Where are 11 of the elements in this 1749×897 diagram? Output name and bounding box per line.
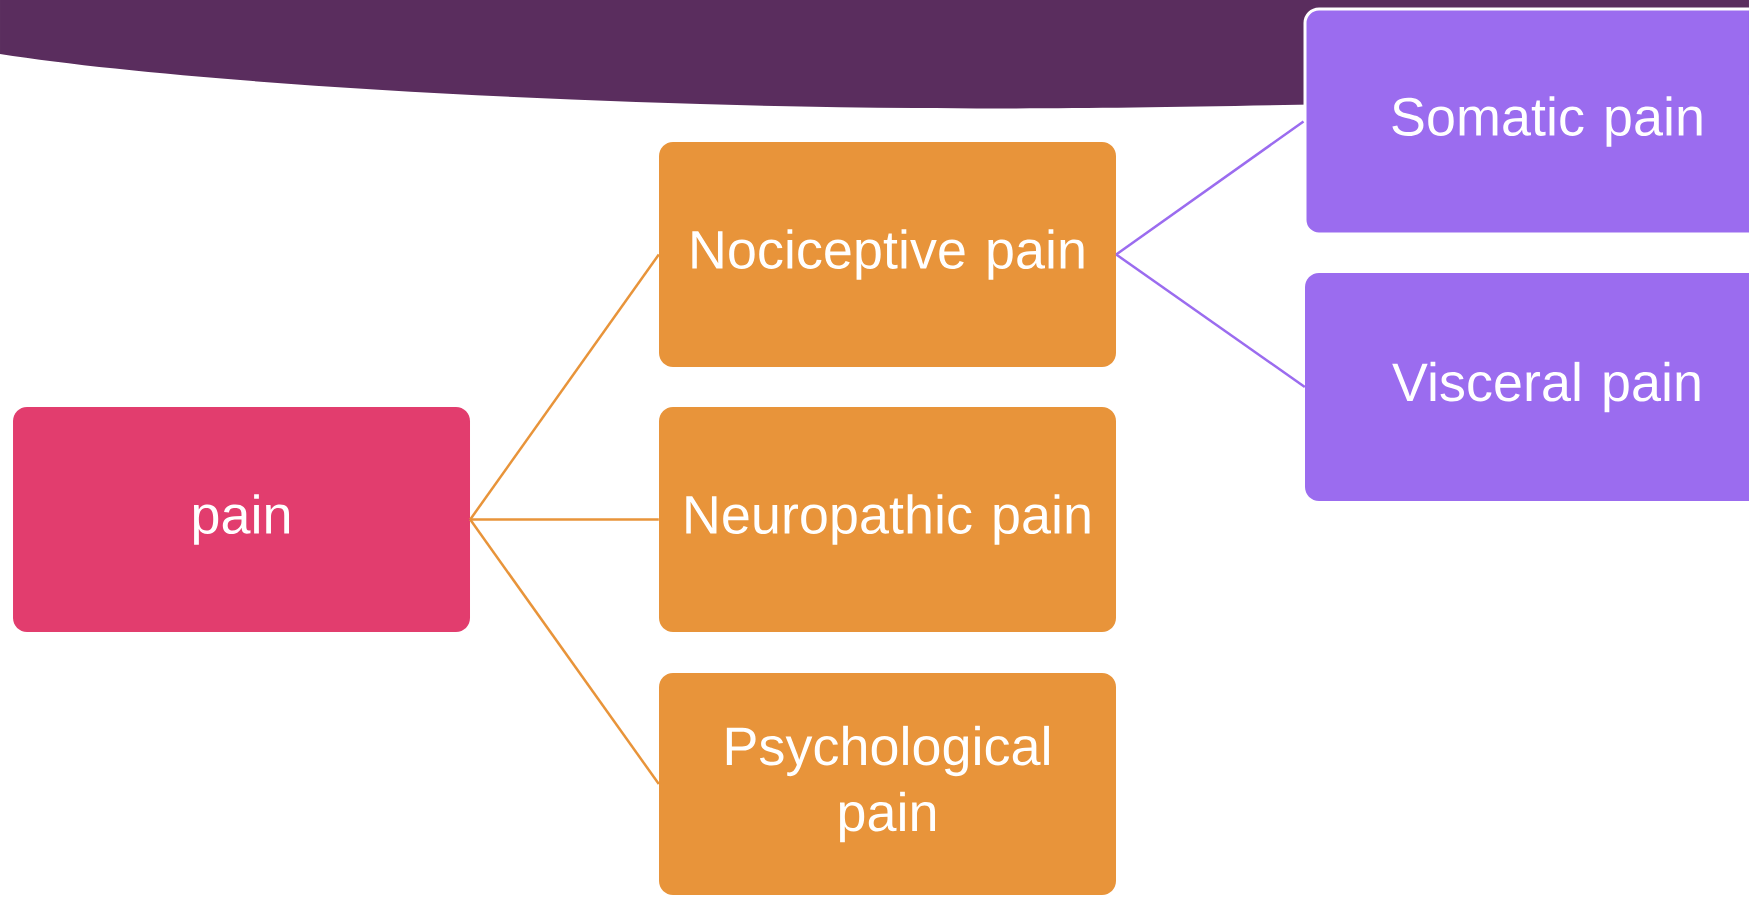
connector-line xyxy=(470,518,659,521)
connector-line xyxy=(469,518,660,785)
connector-line xyxy=(469,253,660,521)
category-box: pain xyxy=(13,407,470,632)
connector-line xyxy=(1115,120,1305,256)
category-box: Visceral pain xyxy=(1305,273,1749,501)
category-box: Nociceptive pain xyxy=(659,142,1116,367)
category-box: Psychological pain xyxy=(659,673,1116,895)
connector-line xyxy=(1115,253,1306,389)
category-box: Neuropathic pain xyxy=(659,407,1116,632)
category-box: Somatic pain xyxy=(1303,7,1749,236)
